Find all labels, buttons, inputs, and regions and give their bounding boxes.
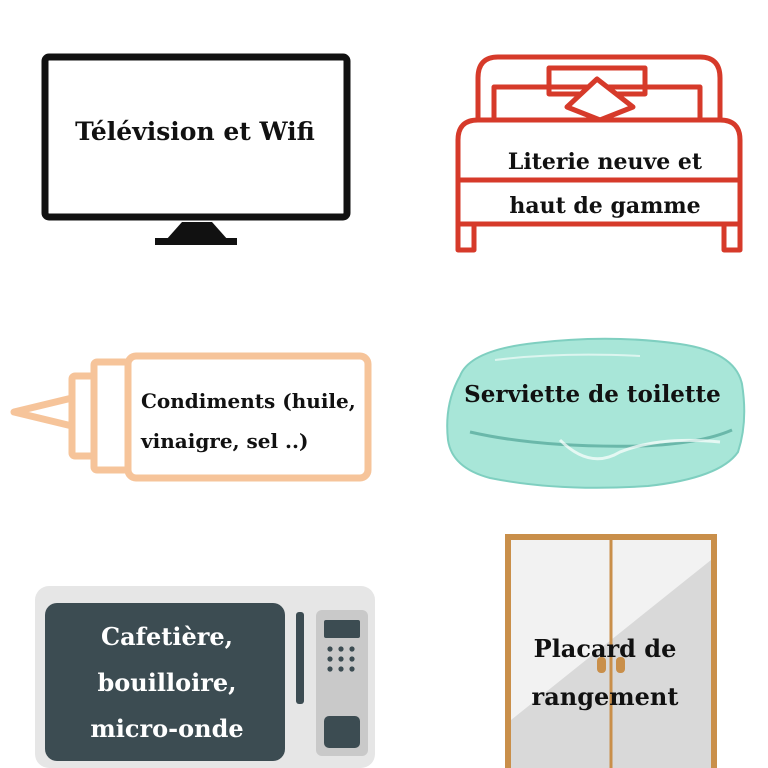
appliances-label-line1: Cafetière, <box>101 622 233 651</box>
tv-icon <box>41 53 351 245</box>
condiments-label: Condiments (huile, vinaigre, sel ..) <box>141 381 366 461</box>
closet-label-line1: Placard de <box>533 634 677 663</box>
condiment-bottle-icon <box>10 352 372 482</box>
closet-label-line2: rangement <box>531 682 679 711</box>
condiments-label-line2: vinaigre, sel ..) <box>141 429 309 453</box>
condiments-label-line1: Condiments (huile, <box>141 389 356 413</box>
appliances-label: Cafetière, bouilloire, micro-onde <box>72 614 262 752</box>
appliances-label-line2: bouilloire, <box>97 668 237 697</box>
bedding-label-line1: Literie neuve et <box>507 149 703 175</box>
bedding-label: Literie neuve et haut de gamme <box>490 140 720 228</box>
closet-label: Placard de rangement <box>515 625 695 721</box>
closet-icon <box>505 534 717 768</box>
towel-icon <box>446 337 746 489</box>
towel-label: Serviette de toilette <box>455 381 730 410</box>
appliances-label-line3: micro-onde <box>90 714 244 743</box>
microwave-icon <box>35 586 375 768</box>
tv-label: Télévision et Wifi <box>70 116 320 147</box>
bedding-label-line2: haut de gamme <box>509 193 701 219</box>
tv-label-text: Télévision et Wifi <box>75 117 315 146</box>
towel-label-text: Serviette de toilette <box>464 381 721 408</box>
bed-icon <box>455 54 743 253</box>
